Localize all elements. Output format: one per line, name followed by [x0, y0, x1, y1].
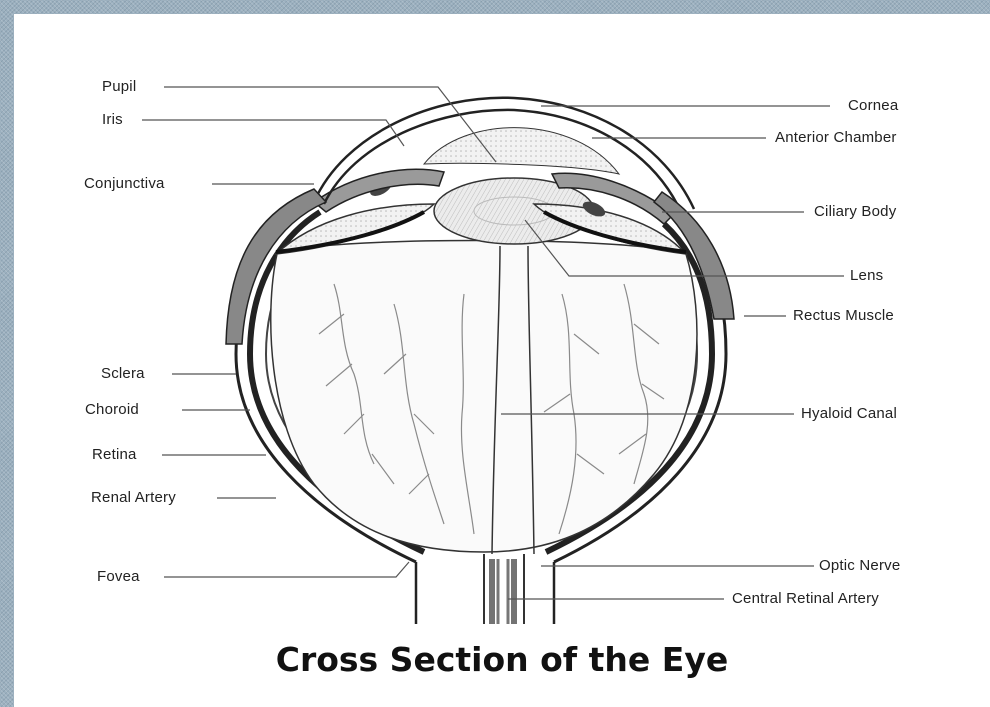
label-conjunctiva: Conjunctiva	[84, 175, 165, 193]
label-cornea: Cornea	[848, 97, 898, 115]
anterior-chamber	[424, 128, 619, 174]
label-retina: Retina	[92, 446, 137, 464]
label-sclera: Sclera	[101, 365, 145, 383]
optic-nerve-stalk	[416, 554, 554, 624]
label-hyaloid-canal: Hyaloid Canal	[801, 405, 897, 423]
label-optic-nerve: Optic Nerve	[819, 557, 900, 575]
label-choroid: Choroid	[85, 401, 139, 419]
label-fovea: Fovea	[97, 568, 140, 586]
label-central-retinal-artery: Central Retinal Artery	[732, 590, 879, 608]
diagram-panel: Pupil Iris Conjunctiva Sclera Choroid Re…	[14, 14, 990, 707]
label-anterior-chamber: Anterior Chamber	[775, 129, 897, 147]
label-pupil: Pupil	[102, 78, 136, 96]
diagram-caption: Cross Section of the Eye	[14, 640, 990, 679]
label-renal-artery: Renal Artery	[91, 489, 176, 507]
label-rectus-muscle: Rectus Muscle	[793, 307, 894, 325]
label-iris: Iris	[102, 111, 123, 129]
label-ciliary-body: Ciliary Body	[814, 203, 896, 221]
label-lens: Lens	[850, 267, 883, 285]
